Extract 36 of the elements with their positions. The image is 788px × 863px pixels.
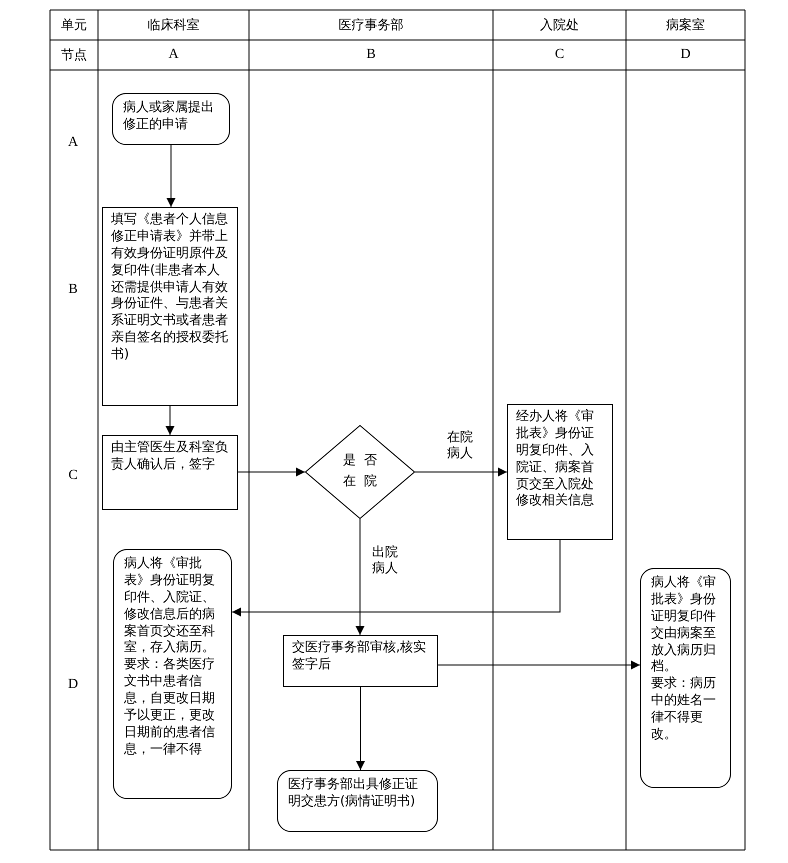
arrow [166,144,176,208]
process-box: 交医疗事务部审核,核实签字后 [283,635,438,687]
arrow [414,468,508,476]
process-box: 由主管医生及科室负责人确认后，签字 [102,435,238,510]
arrow [356,518,364,636]
decision-diamond [305,425,415,519]
column-header: 入院处 [540,17,579,34]
row-label: A [68,135,78,151]
column-header: 单元 [61,17,87,34]
column-header: 病案室 [666,17,705,34]
node-header: 节点 [61,47,87,64]
arrow [166,406,174,436]
step-text: 病人将《审批表》身份证明复印件、入院证、修改信息后的病案首页交还至科室，存入病历。 [124,556,216,657]
row-label: D [68,677,78,693]
node-header: C [554,47,564,63]
column-header: 医疗事务部 [338,17,404,34]
step-text: 病人将《审批表》身份证明复印件交由病案至放入病历归档。 [651,575,717,676]
node-header: D [680,47,691,63]
node-header: B [366,47,376,63]
process-box: 经办人将《审批表》身份证明复印件、入院证、病案首页交至入院处修改相关信息 [507,404,613,540]
row-label: C [68,468,78,484]
requirement-note: 要求：各类医疗文书中患者信息，自更改日期予以更正，更改日期前的患者信息，一律不得 [124,657,216,759]
rounded-step-box: 病人或家属提出修正的申请 [112,93,230,145]
arrow [356,686,365,770]
rounded-step-box [113,549,232,799]
arrow [232,540,560,616]
column-header: 临床科室 [148,17,200,34]
row-label: B [68,282,78,298]
rounded-step-box: 医疗事务部出具修正证明交患方(病情证明书) [277,770,438,832]
requirement-note: 要求：病历中的姓名一律不得更改。 [651,676,717,744]
process-box: 填写《患者个人信息修正申请表》并带上有效身份证明原件及复印件(非患者本人还需提供申请人有效身份证件、与患者关系证明文书或者患者亲自签名的授权委托书) [102,207,238,406]
decision-text: 是否在院 [342,452,386,491]
arrow [238,468,306,476]
node-header: A [168,47,179,63]
arrow [438,660,640,670]
rounded-step-box [640,568,731,788]
